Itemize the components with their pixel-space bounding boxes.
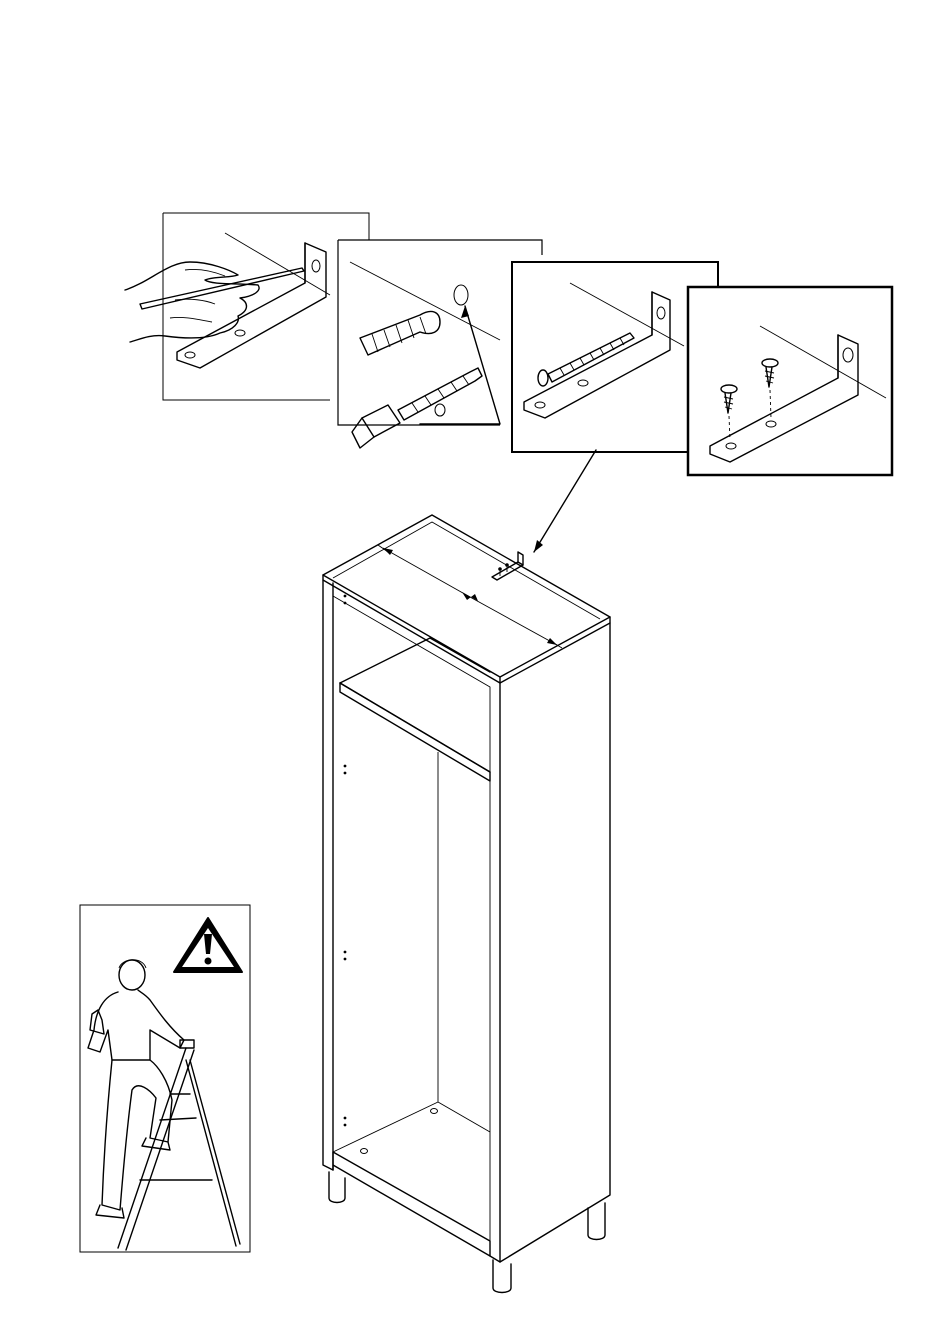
detail-pointer-arrow	[534, 450, 596, 552]
warning-panel	[80, 905, 250, 1252]
wall-bracket-icon	[492, 552, 523, 580]
step-panel-cabinet-screws	[688, 287, 892, 475]
step-panel-mark-hole	[125, 213, 369, 400]
wardrobe-carcass-icon	[323, 515, 610, 1293]
